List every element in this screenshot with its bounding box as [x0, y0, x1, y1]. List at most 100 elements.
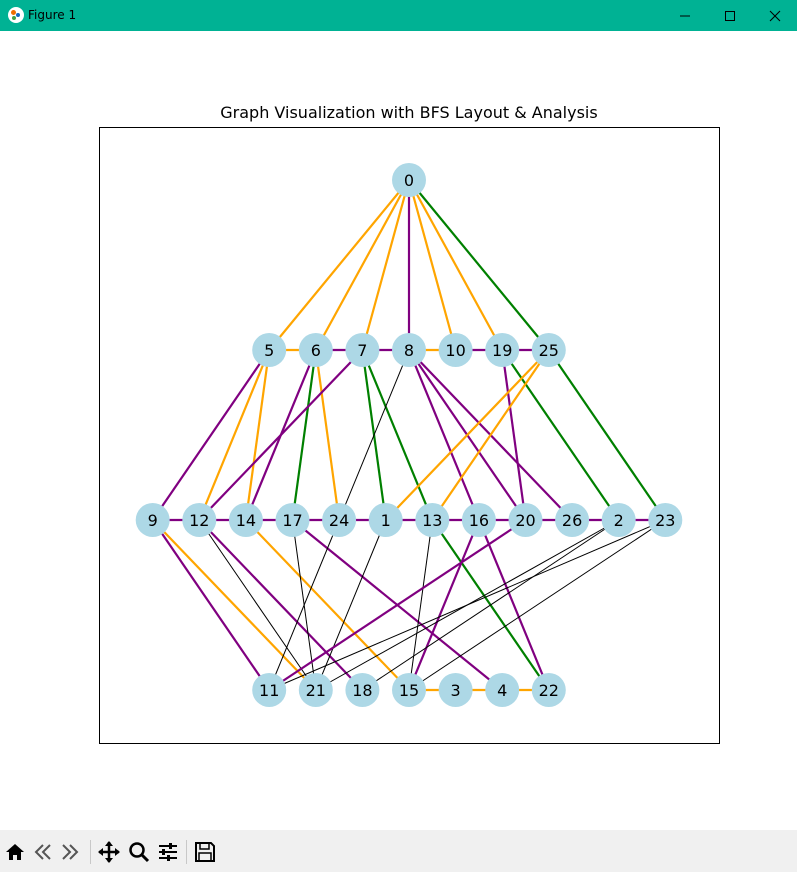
- edge-0-7: [361, 179, 411, 351]
- edge-0-19: [408, 179, 504, 351]
- node-label: 23: [655, 511, 675, 530]
- node-label: 2: [614, 511, 624, 530]
- close-icon: [769, 10, 781, 22]
- node-label: 20: [515, 511, 535, 530]
- node-circle: [275, 503, 310, 537]
- edge-25-1: [384, 349, 550, 521]
- maximize-button[interactable]: [707, 0, 753, 31]
- node-circle: [601, 503, 636, 537]
- minimize-button[interactable]: [662, 0, 708, 31]
- node-14: 14: [228, 503, 263, 537]
- node-label: 1: [381, 511, 391, 530]
- node-circle: [252, 333, 287, 367]
- node-circle: [135, 503, 170, 537]
- node-circle: [252, 673, 287, 707]
- forward-button[interactable]: [58, 840, 82, 864]
- figure-canvas[interactable]: Graph Visualization with BFS Layout & An…: [0, 31, 797, 830]
- save-icon: [195, 842, 215, 862]
- node-24: 24: [322, 503, 357, 537]
- window-title: Figure 1: [28, 8, 77, 22]
- node-label: 5: [264, 341, 274, 360]
- pan-button[interactable]: [97, 840, 121, 864]
- navigation-toolbar: [0, 830, 797, 872]
- edge-0-25: [408, 179, 550, 351]
- edge-7-13: [361, 349, 434, 521]
- edge-6-24: [314, 349, 341, 521]
- node-label: 22: [539, 681, 559, 700]
- node-circle: [298, 673, 333, 707]
- node-21: 21: [298, 673, 333, 707]
- node-circle: [368, 503, 403, 537]
- edge-24-11: [268, 519, 340, 691]
- edge-5-12: [198, 349, 271, 521]
- node-circle: [345, 333, 380, 367]
- back-button[interactable]: [31, 840, 55, 864]
- node-label: 19: [492, 341, 512, 360]
- node-label: 10: [445, 341, 465, 360]
- edge-8-16: [407, 349, 480, 521]
- edge-6-17: [291, 349, 317, 521]
- node-2: 2: [601, 503, 636, 537]
- maximize-icon: [725, 11, 735, 21]
- node-label: 11: [259, 681, 279, 700]
- edge-13-15: [408, 519, 433, 691]
- pan-icon: [98, 841, 120, 863]
- node-15: 15: [392, 673, 426, 707]
- node-circle: [531, 333, 566, 367]
- node-label: 7: [357, 341, 367, 360]
- configure-subplots-button[interactable]: [156, 840, 180, 864]
- node-label: 25: [539, 341, 559, 360]
- edge-8-24: [338, 349, 410, 521]
- node-23: 23: [648, 503, 683, 537]
- edge-0-6: [314, 179, 410, 351]
- node-label: 17: [282, 511, 302, 530]
- edge-9-21: [151, 519, 317, 691]
- node-circle: [228, 503, 263, 537]
- figure-title: Graph Visualization with BFS Layout & An…: [220, 103, 598, 122]
- node-4: 4: [485, 673, 520, 707]
- forward-icon: [62, 844, 79, 860]
- node-circle: [438, 673, 473, 707]
- save-button[interactable]: [193, 840, 217, 864]
- node-8: 8: [392, 333, 426, 367]
- edge-0-10: [407, 179, 457, 351]
- node-3: 3: [438, 673, 473, 707]
- edge-12-18: [198, 519, 364, 691]
- zoom-button[interactable]: [127, 840, 151, 864]
- edge-19-20: [501, 349, 527, 521]
- edge-25-23: [547, 349, 667, 521]
- node-10: 10: [438, 333, 473, 367]
- node-circle: [182, 503, 217, 537]
- minimize-icon: [680, 15, 690, 17]
- node-label: 13: [422, 511, 442, 530]
- node-label: 14: [236, 511, 256, 530]
- node-circle: [392, 163, 426, 197]
- node-19: 19: [485, 333, 520, 367]
- close-button[interactable]: [752, 0, 797, 31]
- node-12: 12: [182, 503, 217, 537]
- node-label: 26: [562, 511, 582, 530]
- node-5: 5: [252, 333, 287, 367]
- node-circle: [555, 503, 590, 537]
- node-label: 3: [451, 681, 461, 700]
- zoom-icon: [129, 842, 150, 863]
- edge-25-13: [431, 349, 550, 521]
- home-button[interactable]: [3, 840, 27, 864]
- edge-19-2: [501, 349, 620, 521]
- node-0: 0: [392, 163, 426, 197]
- window-titlebar: Figure 1: [0, 0, 797, 31]
- configure-subplots-icon: [159, 843, 177, 861]
- back-icon: [34, 844, 51, 860]
- node-13: 13: [415, 503, 450, 537]
- node-9: 9: [135, 503, 170, 537]
- node-label: 16: [469, 511, 489, 530]
- node-circle: [648, 503, 683, 537]
- node-label: 15: [399, 681, 419, 700]
- node-22: 22: [531, 673, 566, 707]
- edge-12-21: [198, 519, 317, 691]
- node-circle: [508, 503, 543, 537]
- node-label: 21: [306, 681, 326, 700]
- node-circle: [392, 673, 426, 707]
- edge-14-15: [245, 519, 410, 691]
